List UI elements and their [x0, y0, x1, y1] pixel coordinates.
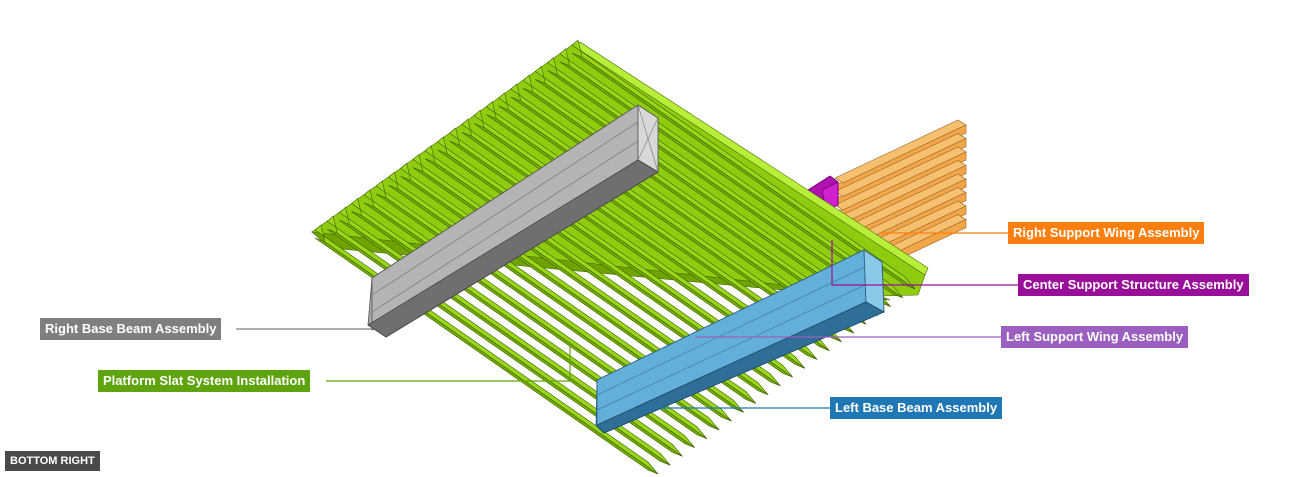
- platform-slat-shadow: [571, 52, 916, 290]
- label-platform-slat: Platform Slat System Installation: [98, 370, 311, 392]
- view-orientation-tag: BOTTOM RIGHT: [5, 451, 100, 471]
- label-right-support-wing: Right Support Wing Assembly: [1008, 222, 1205, 244]
- leader-lines: [236, 232, 1018, 409]
- leader-platform-slat: [326, 342, 571, 382]
- label-left-base-beam: Left Base Beam Assembly: [830, 397, 1003, 419]
- label-right-base-beam: Right Base Beam Assembly: [40, 318, 222, 340]
- label-left-support-wing: Left Support Wing Assembly: [1001, 326, 1189, 348]
- leader-center-support: [831, 240, 1018, 286]
- label-center-support: Center Support Structure Assembly: [1018, 274, 1249, 296]
- right-base-beam-model: [367, 104, 659, 338]
